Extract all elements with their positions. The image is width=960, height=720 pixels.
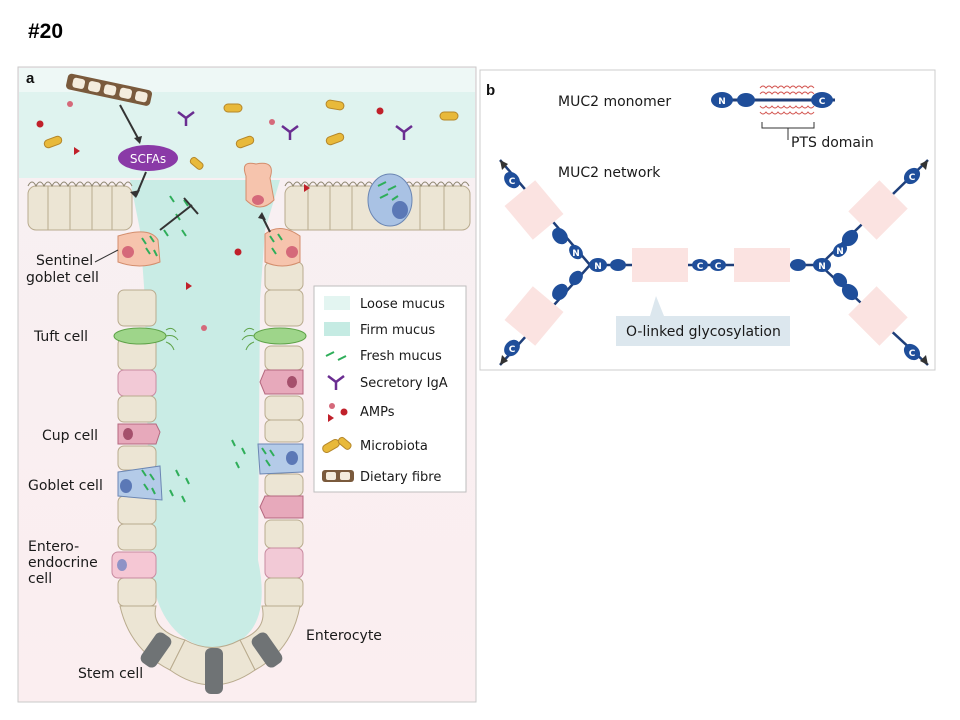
svg-text:C: C (909, 173, 916, 183)
lumen-iga (177, 111, 413, 140)
legend: Loose mucus Firm mucus Fresh mucus Secre… (313, 285, 467, 493)
panel-a-letter: a (26, 70, 35, 87)
c-terminus-icon (811, 92, 833, 108)
svg-text:N: N (718, 97, 726, 107)
monomer-label: MUC2 monomer (558, 94, 671, 110)
enteroendocrine-cell (111, 551, 157, 579)
cup-cell (117, 423, 161, 445)
pts-domain-label: PTS domain (791, 135, 874, 151)
network-termini: C N C N C C N N C C (509, 173, 916, 359)
label-sentinel-1: Sentinel (36, 253, 93, 269)
label-tuft: Tuft cell (33, 329, 88, 345)
panel-a: SCFAs (17, 66, 477, 703)
stem-cell (251, 632, 283, 668)
label-entero-1: Entero- (28, 539, 79, 555)
shed-cell (243, 162, 275, 208)
legend-label-microbiota: Microbiota (360, 439, 428, 454)
svg-text:N: N (572, 249, 580, 259)
firm-mucus-swatch (324, 322, 350, 336)
muc2-network: C N C N C C N N C C (499, 159, 929, 366)
callout-box (616, 296, 790, 346)
legend-box (313, 285, 467, 493)
secretory-iga-icon (327, 375, 345, 390)
lumen-microbes (43, 99, 459, 170)
svg-text:N: N (836, 247, 844, 257)
label-entero-2: endocrine (28, 555, 98, 571)
crypt-right-wall (264, 261, 304, 609)
crypt-base (119, 605, 301, 694)
svg-text:C: C (715, 262, 722, 272)
label-enterocyte: Enterocyte (306, 628, 382, 644)
surface-epithelium-left (27, 181, 133, 231)
dietary-fibre-icon (66, 73, 153, 106)
microbiota-icon (322, 436, 352, 453)
muc2-monomer: N C PTS domain (711, 85, 874, 151)
legend-label-fresh-mucus: Fresh mucus (360, 349, 442, 364)
sentinel-goblet-cell-right (264, 228, 301, 267)
stem-cell (140, 632, 172, 668)
scfas-label: SCFAs (130, 152, 166, 166)
network-beads (504, 167, 921, 361)
dietary-fibre-legend-icon (322, 470, 354, 482)
legend-label-firm-mucus: Firm mucus (360, 323, 435, 338)
inhibition-line (159, 204, 193, 231)
svg-text:C: C (819, 97, 826, 107)
amps-icon (328, 403, 348, 422)
tuft-cell (113, 327, 179, 351)
label-stem: Stem cell (78, 666, 143, 682)
glycosylation-callout: O-linked glycosylation (616, 296, 790, 346)
fibre-arrow (119, 104, 141, 143)
loose-mucus-swatch (324, 296, 350, 310)
legend-label-secretory-iga: Secretory IgA (360, 376, 448, 391)
n-terminus-icon (711, 92, 733, 108)
goblet-cell-right (257, 443, 304, 475)
svg-text:C: C (509, 345, 516, 355)
svg-text:C: C (509, 177, 516, 187)
cell-labels: Sentinel goblet cell Tuft cell Cup cell … (26, 249, 382, 682)
fresh-mucus-icon (325, 351, 347, 361)
cup-cell-right (259, 369, 304, 519)
svg-text:C: C (909, 349, 916, 359)
svg-text:C: C (697, 262, 704, 272)
glycosylated-regions (504, 180, 908, 346)
glycosylation-label: O-linked glycosylation (626, 324, 781, 340)
surface-epithelium-right (284, 173, 471, 231)
lumen-amps (36, 101, 384, 331)
panel-b-letter: b (486, 82, 495, 99)
label-goblet: Goblet cell (28, 478, 103, 494)
network-label: MUC2 network (558, 165, 661, 181)
crypt-firm-mucus (130, 180, 280, 650)
slide-number: #20 (28, 20, 64, 43)
label-sentinel-2: goblet cell (26, 270, 99, 286)
panel-b: b MUC2 monomer MUC2 network N C PTS doma… (479, 69, 936, 371)
label-cup: Cup cell (42, 428, 98, 444)
sentinel-goblet-cell (117, 231, 161, 267)
legend-label-dietary-fibre: Dietary fibre (360, 470, 441, 485)
goblet-cell (117, 465, 163, 501)
legend-label-amps: AMPs (360, 405, 395, 420)
svg-text:N: N (818, 262, 826, 272)
scfas-node: SCFAs (118, 145, 178, 171)
stem-cell (205, 648, 223, 694)
tuft-cell-right (241, 327, 307, 351)
label-entero-3: cell (28, 571, 52, 587)
svg-text:N: N (594, 262, 602, 272)
legend-label-loose-mucus: Loose mucus (360, 297, 445, 312)
